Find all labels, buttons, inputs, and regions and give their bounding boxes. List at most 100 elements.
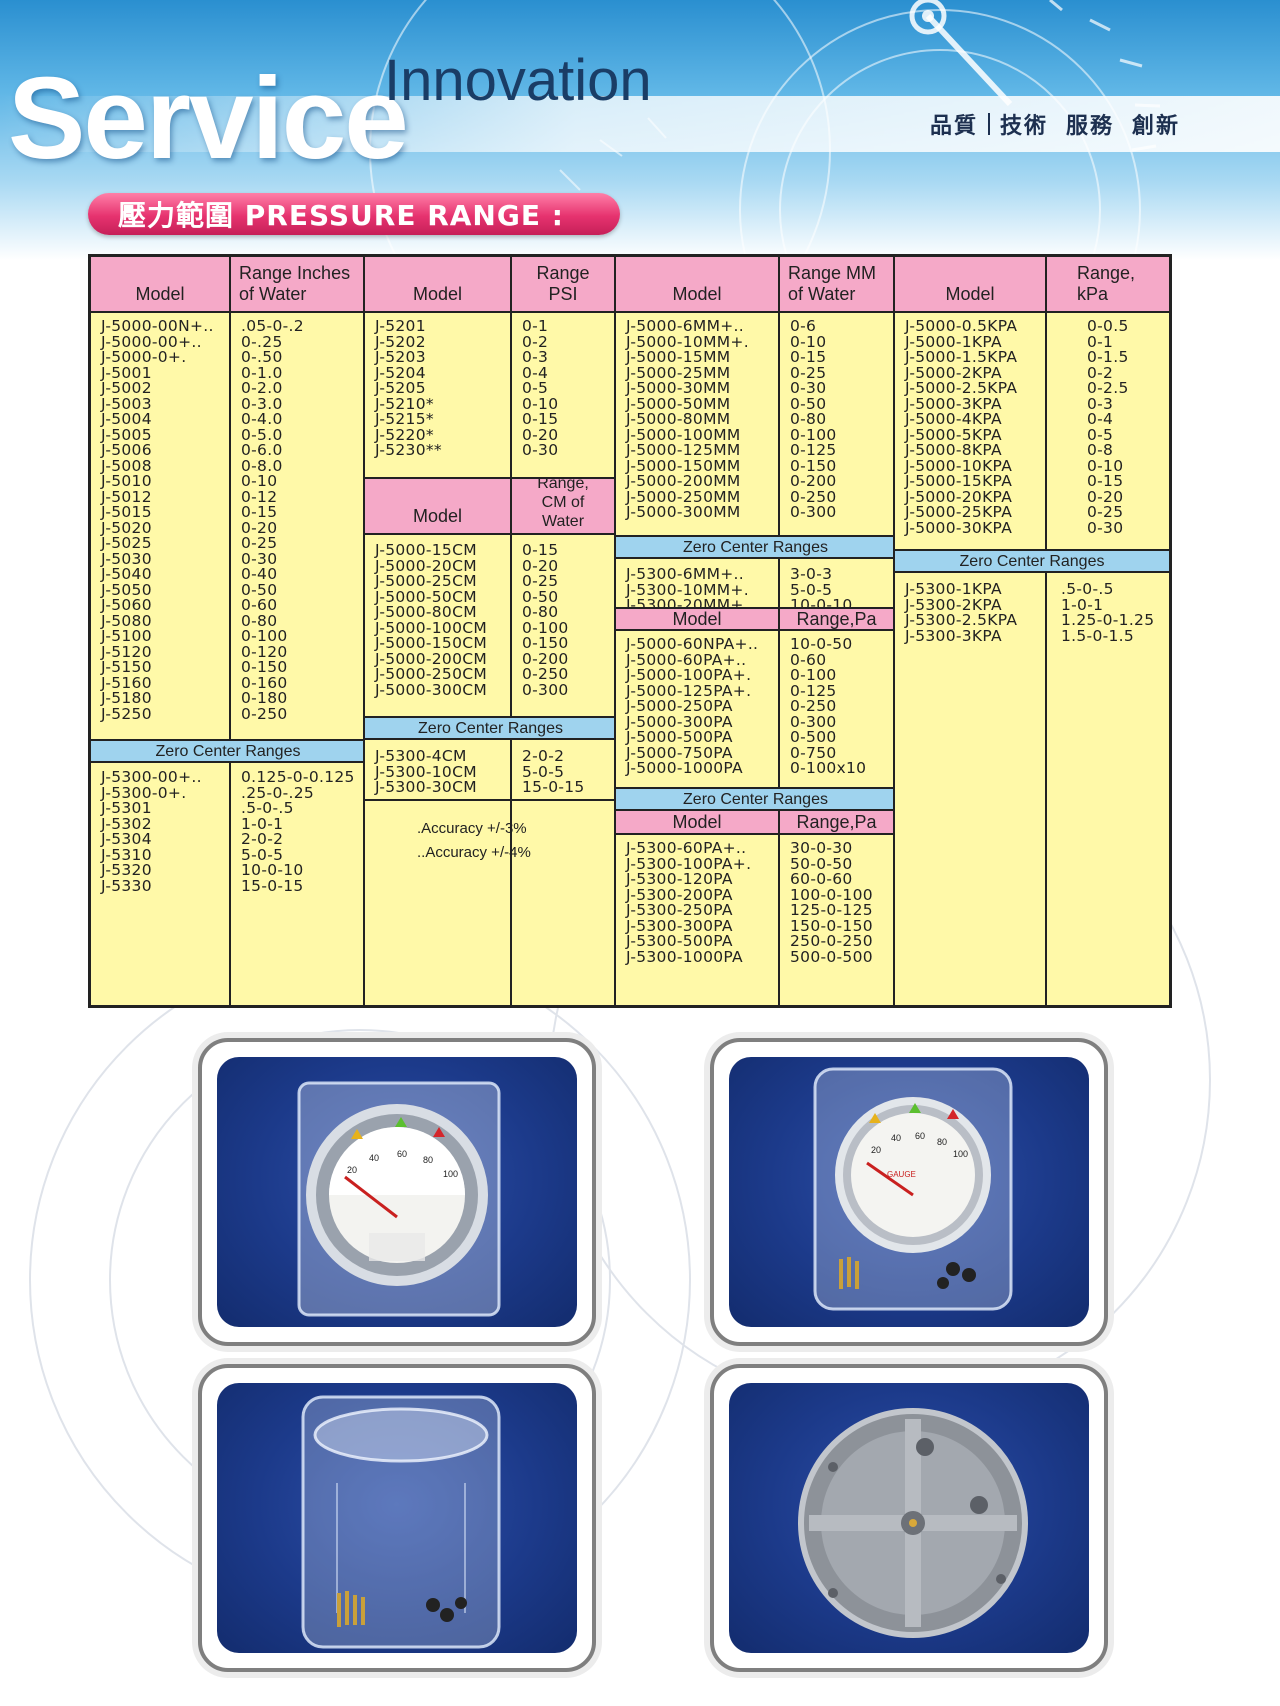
- range-cell: 0-1.5: [1087, 348, 1129, 366]
- range-cell: 0-25: [1087, 503, 1124, 521]
- range-cell: 50-0-50: [790, 854, 853, 873]
- tagline-service: 服務: [1065, 114, 1114, 139]
- inches-model-list: J-5000-00N+..J-5000-00+..J-5000-0+.J-500…: [91, 317, 229, 723]
- gauge-brand-label: GAUGE: [887, 1170, 916, 1179]
- range-cell: 1.25-0-1.25: [1061, 611, 1155, 629]
- model-cell: J-5320: [101, 861, 152, 879]
- gauge-back-housing-image: [798, 1408, 1028, 1638]
- model-cell: J-5250: [101, 704, 152, 723]
- model-cell: J-5025: [101, 534, 152, 552]
- range-cell: 0-50: [790, 394, 827, 413]
- model-cell: J-5300-30CM: [375, 778, 477, 796]
- range-cell: 30-0-30: [790, 839, 853, 857]
- model-cell: J-5001: [101, 363, 152, 382]
- model-cell: J-5210*: [375, 394, 434, 413]
- header-range-inches-l2: of Water: [239, 284, 307, 304]
- tagline-technology: 技術: [999, 114, 1048, 139]
- range-cell: 125-0-125: [790, 901, 873, 919]
- model-cell: J-5302: [101, 814, 152, 833]
- photo-gauge-back: [710, 1364, 1108, 1672]
- model-cell: J-5000-150MM: [626, 456, 741, 475]
- model-cell: J-5000-00+..: [101, 332, 202, 351]
- model-cell: J-5012: [101, 487, 152, 506]
- model-cell: J-5000-300CM: [375, 680, 488, 699]
- range-cell: 0-50: [522, 587, 559, 606]
- range-cell: 0-8.0: [241, 456, 283, 475]
- range-cell: 0-50: [241, 580, 278, 599]
- model-cell: J-5100: [101, 627, 152, 645]
- gauge2-scale-40: 40: [891, 1133, 901, 1143]
- range-cell: 10-0-50: [790, 635, 853, 653]
- model-cell: J-5300-00+..: [101, 768, 202, 786]
- model-cell: J-5000-8KPA: [905, 441, 1002, 459]
- range-cell: 150-0-150: [790, 916, 873, 935]
- model-cell: J-5304: [101, 830, 152, 848]
- range-cell: 0-15: [241, 503, 278, 521]
- title-innovation: Innovation: [384, 48, 652, 113]
- model-cell: J-5000-250MM: [626, 487, 741, 506]
- model-cell: J-5000-80MM: [626, 410, 731, 428]
- model-cell: J-5000-50MM: [626, 394, 731, 413]
- model-cell: J-5300-2KPA: [905, 595, 1002, 614]
- range-cell: 15-0-15: [522, 778, 585, 796]
- model-cell: J-5000-50CM: [375, 587, 477, 606]
- model-cell: J-5150: [101, 658, 152, 676]
- model-cell: J-5000-25KPA: [905, 503, 1013, 521]
- model-cell: J-5300-300PA: [626, 916, 733, 935]
- range-cell: 0-100: [522, 618, 569, 637]
- model-cell: J-5330: [101, 876, 152, 895]
- model-cell: J-5000-20CM: [375, 556, 477, 575]
- model-cell: J-5000-15CM: [375, 541, 477, 559]
- model-cell: J-5300-6MM+..: [626, 565, 745, 583]
- range-cell: 0-80: [790, 410, 827, 428]
- model-cell: J-5000-125PA+.: [626, 681, 752, 700]
- gauge-open-box-image: 20 40 60 80 100 GAUGE: [813, 1067, 1013, 1311]
- model-cell: J-5000-750PA: [626, 743, 733, 762]
- range-cell: 0-.25: [241, 332, 283, 351]
- zero-center-label-cm: Zero Center Ranges: [365, 716, 616, 740]
- range-cell: 5-0-5: [241, 845, 284, 864]
- photo-gauge-front-open: 20 40 60 80 100 GAUGE: [710, 1038, 1108, 1346]
- gauge2-scale-20: 20: [871, 1145, 881, 1155]
- range-cell: 0-125: [790, 681, 837, 700]
- model-cell: J-5201: [375, 317, 426, 335]
- range-cell: 0-100: [790, 425, 837, 444]
- model-cell: J-5000-100MM: [626, 425, 741, 444]
- model-cell: J-5300-60PA+..: [626, 839, 747, 857]
- range-cell: .25-0-.25: [241, 783, 315, 802]
- range-cell: 0-10: [1087, 456, 1124, 475]
- model-cell: J-5000-3KPA: [905, 394, 1002, 413]
- range-cell: 0-3: [1087, 394, 1114, 413]
- model-cell: J-5180: [101, 689, 152, 707]
- model-cell: J-5000-80CM: [375, 603, 477, 621]
- header-streak: [0, 96, 1280, 152]
- range-cell: 0-20: [241, 518, 278, 537]
- range-cell: 15-0-15: [241, 876, 304, 895]
- range-cell: 0-160: [241, 673, 288, 692]
- model-cell: J-5060: [101, 596, 152, 614]
- model-cell: J-5000-100CM: [375, 618, 488, 637]
- range-cell: 0-6: [790, 317, 817, 335]
- range-cell: 250-0-250: [790, 932, 873, 950]
- model-cell: J-5230**: [375, 441, 442, 459]
- pressure-range-table: Model J-5000-00N+..J-5000-00+..J-5000-0+…: [88, 254, 1172, 1008]
- model-cell: J-5000-10KPA: [905, 456, 1013, 475]
- pa-zc-model-list: J-5300-60PA+..J-5300-100PA+.J-5300-120PA…: [616, 839, 778, 965]
- header-range-mm-l2: of Water: [788, 284, 856, 304]
- model-cell: J-5000-00N+..: [101, 317, 214, 335]
- range-cell: 0-40: [241, 565, 278, 583]
- model-cell: J-5000-6MM+..: [626, 317, 745, 335]
